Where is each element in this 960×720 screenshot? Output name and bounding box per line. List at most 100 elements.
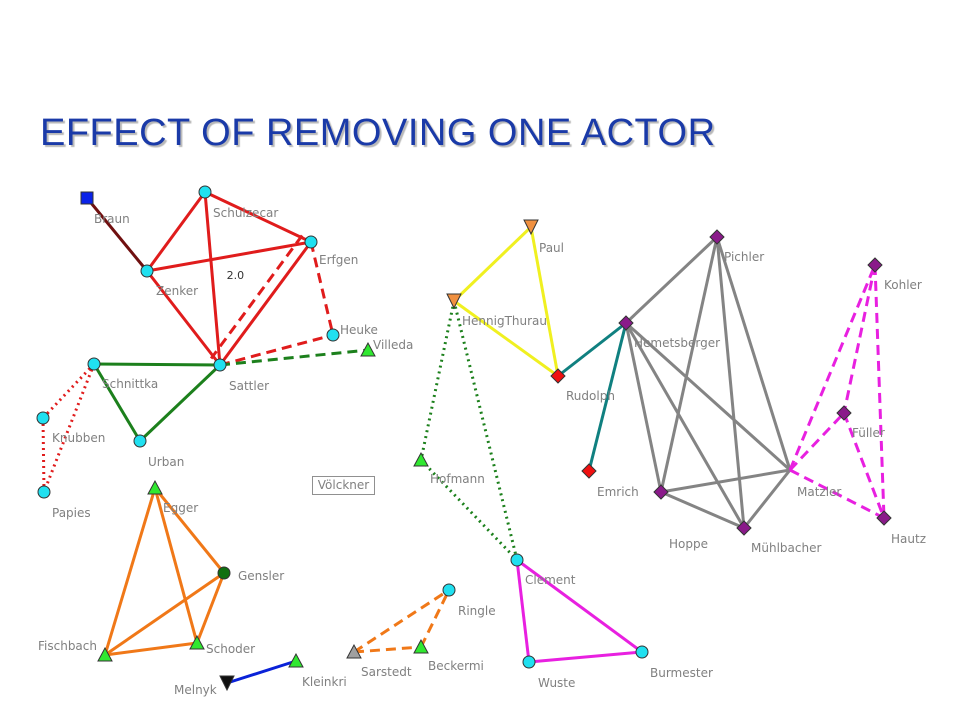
node-rudolph[interactable] xyxy=(550,368,566,384)
node-label-urban: Urban xyxy=(148,455,184,469)
node-label-heuke: Heuke xyxy=(340,323,378,337)
edge-matzler-kohler xyxy=(788,264,877,471)
edge-zenker-erfgen xyxy=(146,240,312,273)
node-label-kohler: Kohler xyxy=(884,278,922,292)
node-papies[interactable] xyxy=(37,485,51,499)
node-hemetsberger[interactable] xyxy=(618,315,634,331)
node-hennigthurau[interactable] xyxy=(446,293,462,310)
edge-sattler-villeda xyxy=(219,348,369,367)
edge-schulzecar-sattler xyxy=(203,191,222,366)
node-label-gensler: Gensler xyxy=(238,569,284,583)
edge-knubben-papies xyxy=(41,417,46,493)
node-kohler[interactable] xyxy=(867,257,883,273)
node-hautz[interactable] xyxy=(876,510,892,526)
node-label-beckermi: Beckermi xyxy=(428,659,484,673)
edge-hemetsberger-hoppe xyxy=(624,322,663,493)
edge-schnittka-papies xyxy=(42,363,96,493)
node-label-muehlbacher: Mühlbacher xyxy=(751,541,821,555)
edge-wuste-burmester xyxy=(528,650,643,664)
slide-title: EFFECT OF REMOVING ONE ACTOR xyxy=(40,112,716,154)
edge-sarstedt-beckermi xyxy=(353,645,422,654)
node-gensler[interactable] xyxy=(217,566,231,580)
edge-clement-wuste xyxy=(515,559,531,663)
node-label-hofmann: Hofmann xyxy=(430,472,485,486)
node-egger[interactable] xyxy=(147,479,163,495)
node-fischbach[interactable] xyxy=(97,646,113,662)
node-melnyk[interactable] xyxy=(219,675,235,692)
node-label-sarstedt: Sarstedt xyxy=(361,665,412,679)
node-paul[interactable] xyxy=(523,219,539,236)
node-label-melnyk: Melnyk xyxy=(174,683,217,697)
edge-schnittka-urban xyxy=(92,363,142,442)
edge-zenker-sattler xyxy=(145,270,222,366)
edge-hemetsberger-matzler xyxy=(624,321,792,472)
node-heuke[interactable] xyxy=(326,328,340,342)
node-label-kleinkri: Kleinkri xyxy=(302,675,347,689)
node-pichler[interactable] xyxy=(709,229,725,245)
node-label-villeda: Villeda xyxy=(373,338,413,352)
edge-kohler-fueller xyxy=(842,264,877,414)
edge-pichler-hoppe xyxy=(659,236,719,493)
node-burmester[interactable] xyxy=(635,645,649,659)
node-label-hennigthurau: HennigThurau xyxy=(462,314,547,328)
edge-fischbach-schoder xyxy=(104,641,198,657)
node-hoppe[interactable] xyxy=(653,484,669,500)
node-label-paul: Paul xyxy=(539,241,564,255)
isolate-node-voelckner: Völckner xyxy=(312,476,375,495)
node-braun[interactable] xyxy=(80,191,94,205)
edge-zenker-schulzecar xyxy=(145,191,207,272)
node-label-hemetsberger: Hemetsberger xyxy=(634,336,720,350)
node-beckermi[interactable] xyxy=(413,638,429,654)
edge-schnittka-knubben xyxy=(41,362,96,420)
node-sarstedt[interactable] xyxy=(346,643,362,659)
node-zenker[interactable] xyxy=(140,264,154,278)
node-label-clement: Clement xyxy=(525,573,576,587)
edge-erfgen-sattler-weighted xyxy=(209,234,304,360)
node-label-wuste: Wuste xyxy=(538,676,575,690)
edge-hemetsberger-emrich xyxy=(587,322,628,472)
edge-gensler-schoder xyxy=(195,572,226,644)
edge-egger-schoder xyxy=(153,487,199,644)
node-sattler[interactable] xyxy=(213,358,227,372)
node-schoder[interactable] xyxy=(189,634,205,650)
node-urban[interactable] xyxy=(133,434,147,448)
node-emrich[interactable] xyxy=(581,463,597,479)
edge-sattler-heuke xyxy=(219,333,334,367)
edge-beckermi-ringle xyxy=(419,589,451,648)
edge-weight-label: 2.0 xyxy=(227,269,245,282)
edge-clement-burmester xyxy=(516,558,643,654)
node-label-knubben: Knubben xyxy=(52,431,105,445)
node-wuste[interactable] xyxy=(522,655,536,669)
node-schnittka[interactable] xyxy=(87,357,101,371)
node-kleinkri[interactable] xyxy=(288,652,304,668)
node-ringle[interactable] xyxy=(442,583,456,597)
node-clement[interactable] xyxy=(510,553,524,567)
edge-fueller-hautz xyxy=(842,412,886,519)
edge-schulzecar-erfgen xyxy=(204,190,312,244)
edges-layer: 2.0 xyxy=(41,190,886,685)
node-label-schulzecar: Schulzecar xyxy=(213,206,278,220)
node-muehlbacher[interactable] xyxy=(736,520,752,536)
edge-gensler-fischbach xyxy=(104,571,225,657)
edge-hennigthurau-paul xyxy=(452,225,533,303)
node-label-hoppe: Hoppe xyxy=(669,537,708,551)
node-label-schnittka: Schnittka xyxy=(102,377,158,391)
node-villeda[interactable] xyxy=(360,341,376,357)
edge-hennigthurau-clement xyxy=(452,300,519,561)
edge-hofmann-clement xyxy=(419,458,519,562)
node-label-papies: Papies xyxy=(52,506,91,520)
node-label-pichler: Pichler xyxy=(724,250,764,264)
node-erfgen[interactable] xyxy=(304,235,318,249)
edge-braun-zenker xyxy=(85,197,149,272)
edge-egger-gensler xyxy=(153,487,226,574)
node-schulzecar[interactable] xyxy=(198,185,212,199)
node-label-emrich: Emrich xyxy=(597,485,639,499)
node-hofmann[interactable] xyxy=(413,451,429,467)
node-knubben[interactable] xyxy=(36,411,50,425)
node-fueller[interactable] xyxy=(836,405,852,421)
edge-hemetsberger-pichler xyxy=(624,235,719,325)
node-label-matzler: Matzler xyxy=(797,485,841,499)
edge-schnittka-sattler xyxy=(93,362,221,367)
node-label-ringle: Ringle xyxy=(458,604,496,618)
